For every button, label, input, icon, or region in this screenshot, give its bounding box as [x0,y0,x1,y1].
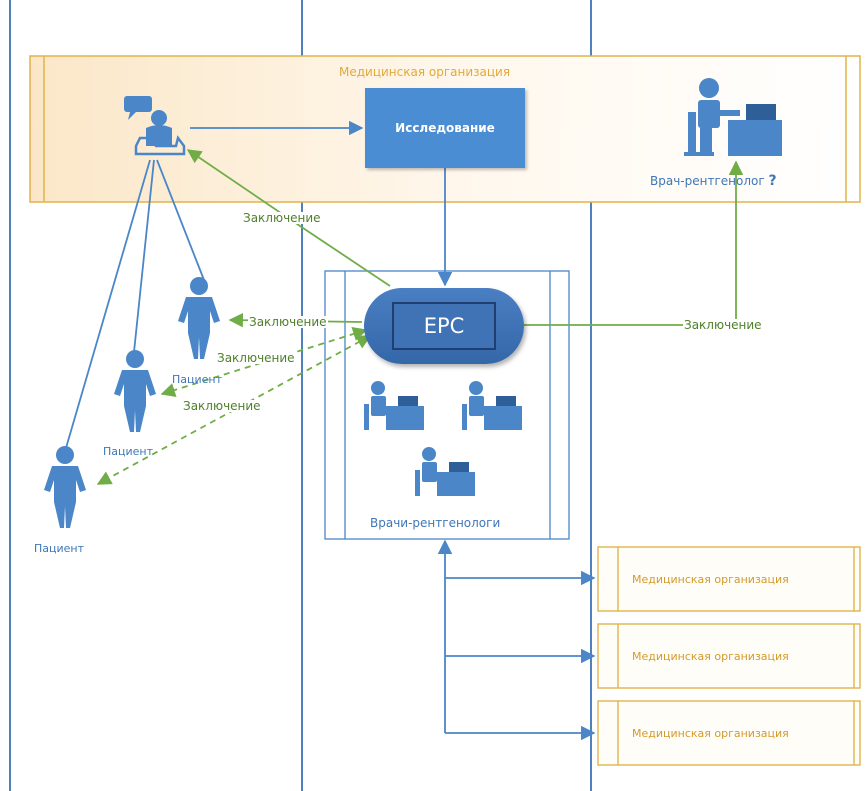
patient-icon-1 [178,277,220,359]
radiologist-desk-icon-2 [462,381,522,430]
blue-connectors [65,120,596,741]
conclusion-label-radiologist: Заключение [683,318,763,332]
top-org-title: Медицинская организация [339,65,511,79]
patient-icon-2 [114,350,156,432]
other-org-label-1: Медицинская организация [632,573,789,586]
conclusion-label-registrar: Заключение [242,211,322,225]
patient-label-2: Пациент [103,445,154,458]
arrow-conclusion-to-registrar [186,149,391,287]
study-box: Исследование [365,88,525,168]
conclusion-label-patient-2: Заключение [216,351,296,365]
radiologist-label-text: Врач-рентгенолог [650,174,765,188]
other-org-label-3: Медицинская организация [632,727,789,740]
line-registrar-patient-2 [133,159,155,353]
radiologist-desk-icon-3 [415,447,475,496]
line-registrar-patient-3 [65,159,151,449]
radiologist-desk-icon [684,78,782,156]
conclusion-label-patient-1: Заключение [248,315,328,329]
patient-label-3: Пациент [34,542,85,555]
other-orgs-boxes [597,546,861,766]
patient-icon-3 [44,446,86,528]
epc-label: ЕРС [392,302,496,350]
conclusion-label-patient-3: Заключение [182,399,262,413]
question-mark: ? [768,173,777,189]
radiologists-group-label: Врачи-рентгенологи [370,516,501,530]
study-label: Исследование [395,121,495,135]
line-registrar-patient-1 [156,159,205,281]
registrar-icon [124,96,186,156]
epc-node: ЕРС [364,288,524,364]
other-org-label-2: Медицинская организация [632,650,789,663]
patient-label-1: Пациент [172,373,223,386]
radiologist-label: Врач-рентгенолог ? [650,174,777,188]
